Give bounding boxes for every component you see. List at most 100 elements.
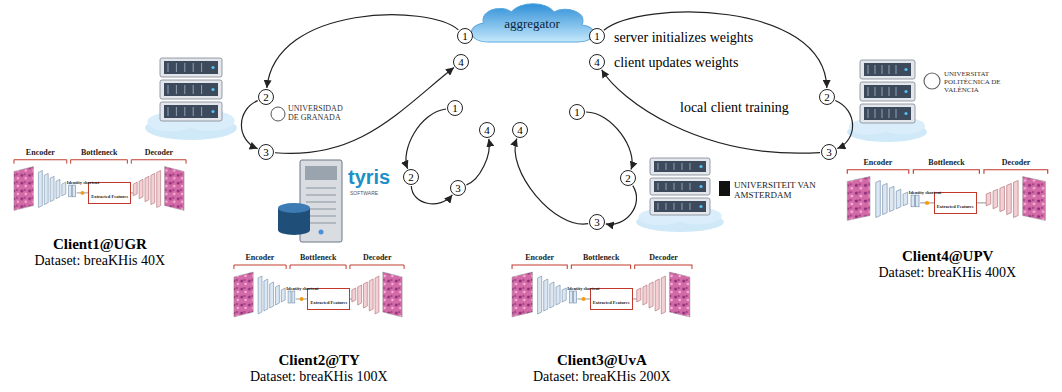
client-caption: Dataset: breaKHis 400X [879,265,1017,281]
bottleneck-block [569,291,572,303]
rack-unit [860,104,915,123]
decoder-block [637,288,641,302]
autoencoder-figure [234,265,404,317]
callout-number: 1 [452,102,458,115]
callout-number: 2 [625,172,631,185]
input-image [14,167,34,211]
rack-slot [658,203,659,210]
encoder-block [876,180,881,217]
rack-unit [650,198,710,215]
callout-number: 3 [826,146,832,159]
flow-arrow [241,101,257,149]
callout-number: 4 [484,124,490,137]
output-image [165,167,185,211]
output-image [383,272,402,317]
rack-unit [860,82,915,101]
decoder-block [375,276,379,314]
rack-slot [666,163,667,170]
encoder-block [889,186,894,211]
decoder-block [369,279,373,311]
rack-led [211,88,214,91]
rack-slot [868,87,869,96]
feature-label: Extracted Features [593,300,630,305]
model-label: Identity shortcut [567,286,599,291]
step-circle: 3 [258,144,274,160]
section-bracket [14,160,186,164]
flow-arrow [602,70,820,153]
rack-led [904,68,907,71]
decoder-block [655,279,659,311]
rack-slot [658,163,659,170]
rack-slot [690,183,691,190]
rack-slot [690,163,691,170]
decoder-block [151,173,155,204]
rack-slot [889,87,890,96]
rack-unit [650,158,710,175]
flow-arrow [606,186,637,225]
input-image [234,272,253,317]
aggregator-cloud: aggregator [463,0,601,46]
model-label: Identity shortcut [67,180,99,185]
decoder-block [661,276,665,314]
feature-box: Extracted Features [307,288,350,310]
model-label: Bottleneck [583,253,619,262]
rack-slot [896,109,897,118]
callout-number: 4 [517,124,523,137]
encoder-block [544,279,548,311]
tower-bay [305,166,337,180]
step-circle: 4 [453,54,469,70]
rack-slot [176,85,177,94]
rack-led [904,112,907,115]
step-circle: 1 [589,28,605,44]
decoder-block [145,176,149,201]
model-label: Identity shortcut [286,286,318,291]
callout-number: 1 [574,106,580,119]
model-label: Encoder [26,148,55,157]
feature-label: Extracted Features [91,194,128,199]
rack-unit [160,102,222,121]
client-caption: Client2@TY [279,352,360,369]
client-caption: Dataset: breaKHis 200X [533,369,671,385]
rack-led [904,90,907,93]
rack-panel [164,83,218,96]
client-caption: Client1@UGR [53,236,147,253]
encoder-block [38,170,42,207]
bottleneck-block [288,291,291,303]
rack-slot [193,63,194,72]
model-label: Encoder [246,253,275,262]
decoder-block [649,282,653,308]
section-bracket [847,170,1047,174]
rack-slot [682,183,683,190]
rack-panel [654,181,706,192]
rack-slot [875,65,876,74]
tower-slot [306,195,336,196]
bottleneck-block [916,195,919,207]
rack-unit [160,80,222,99]
client-caption: Dataset: breaKHis 40X [35,253,166,269]
tower-slot [306,209,336,210]
rack-slot [882,65,883,74]
feature-box: Extracted Features [590,288,633,310]
rack-slot [882,87,883,96]
model-label: Encoder [525,253,554,262]
server-rack-icon [650,158,710,215]
feature-label: Extracted Features [937,204,974,209]
rack-slot [875,109,876,118]
rack-panel [164,105,218,118]
autoencoder-figure [512,265,692,317]
decoder-block [139,179,143,199]
rack-slot [682,203,683,210]
upv-crest [924,73,940,89]
tower-slot [306,223,336,224]
decoder-block [643,285,647,305]
tower-slot [306,188,336,189]
encoder-block [550,282,554,308]
callout-number: 4 [458,56,464,69]
model-label: Decoder [363,253,391,262]
step-circle: 3 [589,214,605,230]
decoder-block [1007,183,1012,214]
step-circle: 3 [450,180,466,196]
feature-label: Extracted Features [310,300,347,305]
bottleneck-block [292,291,295,303]
